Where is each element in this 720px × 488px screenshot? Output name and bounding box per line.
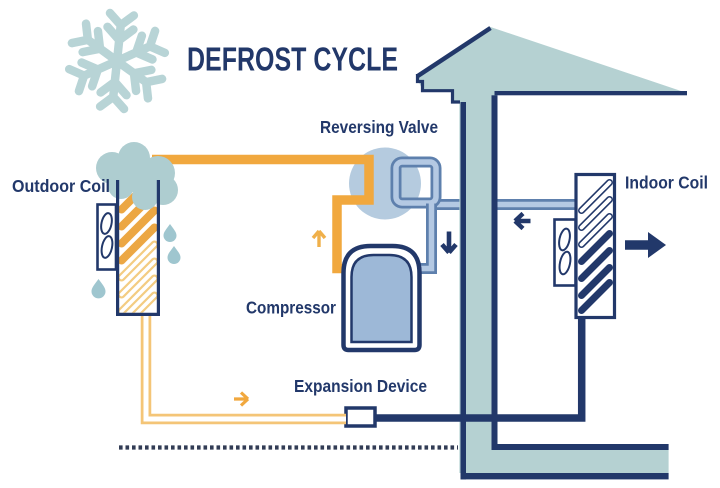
svg-text:Indoor Coil: Indoor Coil <box>625 173 708 193</box>
svg-text:Compressor: Compressor <box>246 298 336 318</box>
svg-text:Outdoor Coil: Outdoor Coil <box>12 176 110 196</box>
svg-text:Expansion Device: Expansion Device <box>294 376 427 396</box>
svg-text:Reversing Valve: Reversing Valve <box>320 117 438 137</box>
svg-text:DEFROST CYCLE: DEFROST CYCLE <box>187 41 398 78</box>
